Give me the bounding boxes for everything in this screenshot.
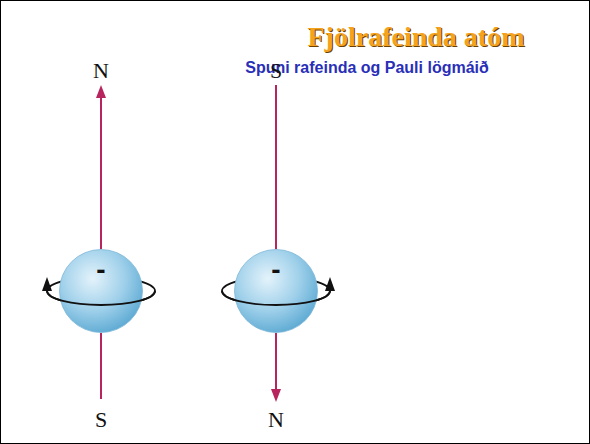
sphere-body — [235, 250, 318, 333]
slide-title: Fjölrafeinda atóm — [308, 21, 525, 53]
charge-sign: - — [59, 249, 143, 285]
magnetic-axis — [275, 85, 277, 249]
rotation-arrowhead — [42, 277, 52, 291]
rotation-front-arc — [222, 291, 330, 305]
axis-arrowhead — [96, 85, 106, 98]
charge-sign: - — [234, 249, 318, 285]
pole-label: S — [95, 407, 107, 433]
rotation-arrowhead — [325, 277, 335, 291]
rotation-front-arc — [47, 291, 155, 305]
pole-label: N — [268, 407, 284, 433]
axis-arrowhead — [271, 389, 281, 402]
electron-sphere: - — [234, 249, 318, 333]
pole-label: N — [93, 58, 109, 84]
sphere-body — [60, 250, 143, 333]
magnetic-axis — [275, 333, 277, 389]
magnetic-axis — [100, 97, 102, 249]
magnetic-axis — [100, 333, 102, 399]
electron-sphere: - — [59, 249, 143, 333]
pole-label: S — [270, 58, 282, 84]
